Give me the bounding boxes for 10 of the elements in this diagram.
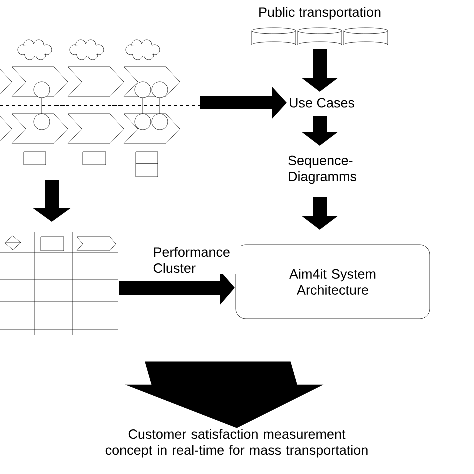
step-label: Sequence-Diagramms bbox=[288, 156, 356, 184]
process-map-drawing bbox=[0, 40, 200, 178]
block-arrow bbox=[126, 362, 323, 428]
node-label: Public transportation bbox=[260, 7, 381, 20]
data-stores: Public transportation bbox=[252, 7, 388, 46]
edge-label: Performance Cluster bbox=[152, 246, 244, 274]
table-drawing bbox=[0, 232, 118, 336]
step-label: Use Cases bbox=[290, 98, 354, 108]
caption-text: Customer satisfaction measurement concept in real-time for mass transportation bbox=[106, 429, 368, 458]
system-box: Aim4it System Architecture bbox=[236, 244, 430, 320]
